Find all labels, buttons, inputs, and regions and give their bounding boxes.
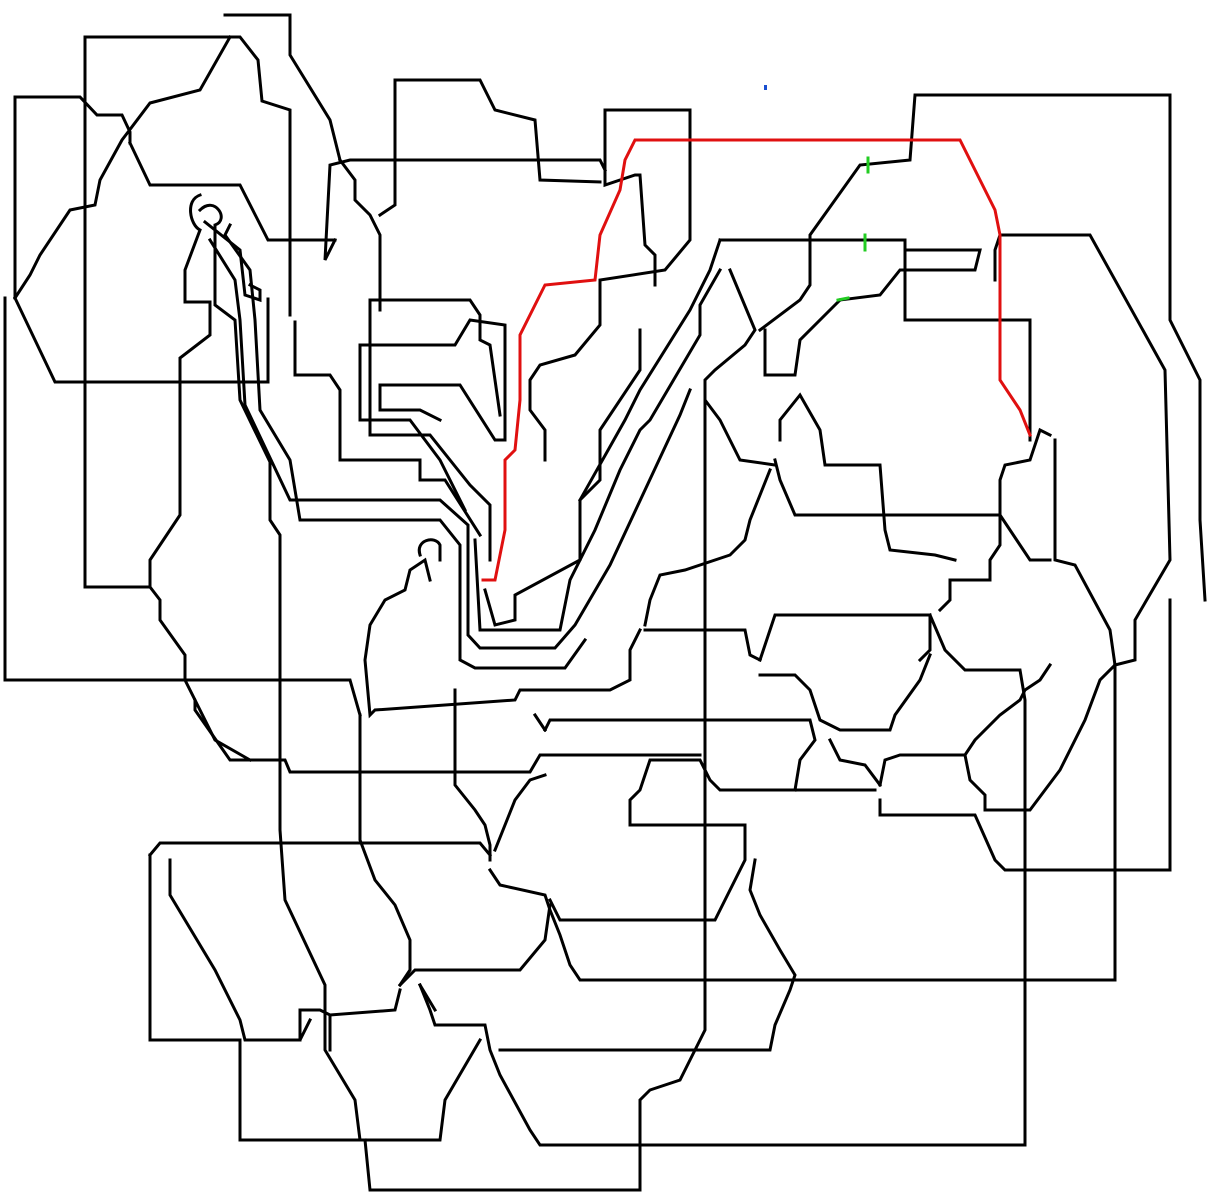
wire-segment: [368, 298, 492, 562]
wire-segment: [718, 238, 1032, 442]
wire-segment: [358, 343, 468, 513]
wire-segment: [293, 320, 483, 538]
wire-segment: [12, 34, 233, 301]
wire-segment: [363, 557, 643, 719]
connector-left[interactable]: [836, 296, 850, 302]
wire-segment: [483, 328, 642, 627]
wire-segment: [453, 688, 492, 862]
active-path: [481, 138, 1032, 582]
wire-layer: [3, 13, 1207, 1192]
wire-segment: [83, 35, 292, 317]
wire-segment: [223, 222, 588, 670]
wire-segment: [192, 697, 253, 763]
wire-segment: [358, 318, 507, 442]
wire-segment: [997, 512, 1052, 562]
wire-segment: [532, 712, 548, 733]
wire-segment: [643, 468, 772, 627]
wire-segment: [547, 758, 877, 922]
wire-segment: [473, 267, 723, 632]
wire-segment: [223, 13, 342, 162]
wire-segment: [128, 141, 337, 242]
wire-segment: [418, 613, 1027, 1147]
wire-segment: [878, 662, 1053, 787]
wire-segment: [757, 93, 1207, 602]
wire-segment: [3, 678, 362, 717]
wire-segment: [417, 538, 442, 562]
wire-segment: [377, 78, 602, 218]
wire-segment: [528, 108, 692, 462]
wire-segment: [827, 737, 883, 788]
wire-segment: [763, 297, 843, 377]
wire-segment: [993, 233, 1002, 282]
wire-segment: [643, 628, 763, 663]
wire-segment: [603, 108, 657, 287]
wire-segment: [3, 296, 197, 682]
wire-segment: [358, 713, 412, 988]
wire-segment: [83, 35, 702, 774]
wire-segment: [542, 718, 817, 792]
wire-segment: [148, 853, 362, 1142]
wire-segment: [487, 438, 1117, 982]
wire-segment: [207, 237, 692, 650]
wire-segment: [493, 773, 547, 852]
wire-segment: [397, 903, 552, 988]
wire-segment: [778, 392, 957, 562]
wire-segment: [998, 233, 1172, 667]
wire-segment: [758, 653, 932, 732]
wire-segment: [838, 248, 982, 302]
wire-segment: [498, 858, 797, 1052]
wire-segment: [13, 95, 132, 300]
wire-segment: [773, 458, 1002, 517]
wire-segment: [963, 662, 1118, 812]
wire-segment: [298, 988, 402, 1042]
wire-segment: [168, 858, 313, 1042]
wire-segment: [758, 613, 932, 663]
wire-segment: [197, 203, 483, 1142]
wire-segment: [703, 268, 777, 467]
wire-segment: [368, 298, 502, 417]
wire-segment: [878, 598, 1172, 872]
wire-segment: [937, 427, 1053, 613]
wire-segment: [337, 157, 382, 312]
wire-segment: [577, 238, 722, 503]
wire-segment: [378, 383, 507, 442]
connector-layer: [764, 85, 870, 302]
wire-segment: [147, 841, 493, 858]
start-marker: [764, 85, 767, 90]
wire-segment: [363, 398, 707, 1192]
wire-segment: [417, 982, 438, 1013]
active-path-layer: [481, 138, 1032, 582]
wire-segment: [13, 296, 270, 384]
wire-segment: [378, 383, 443, 423]
wire-segment: [148, 193, 212, 587]
